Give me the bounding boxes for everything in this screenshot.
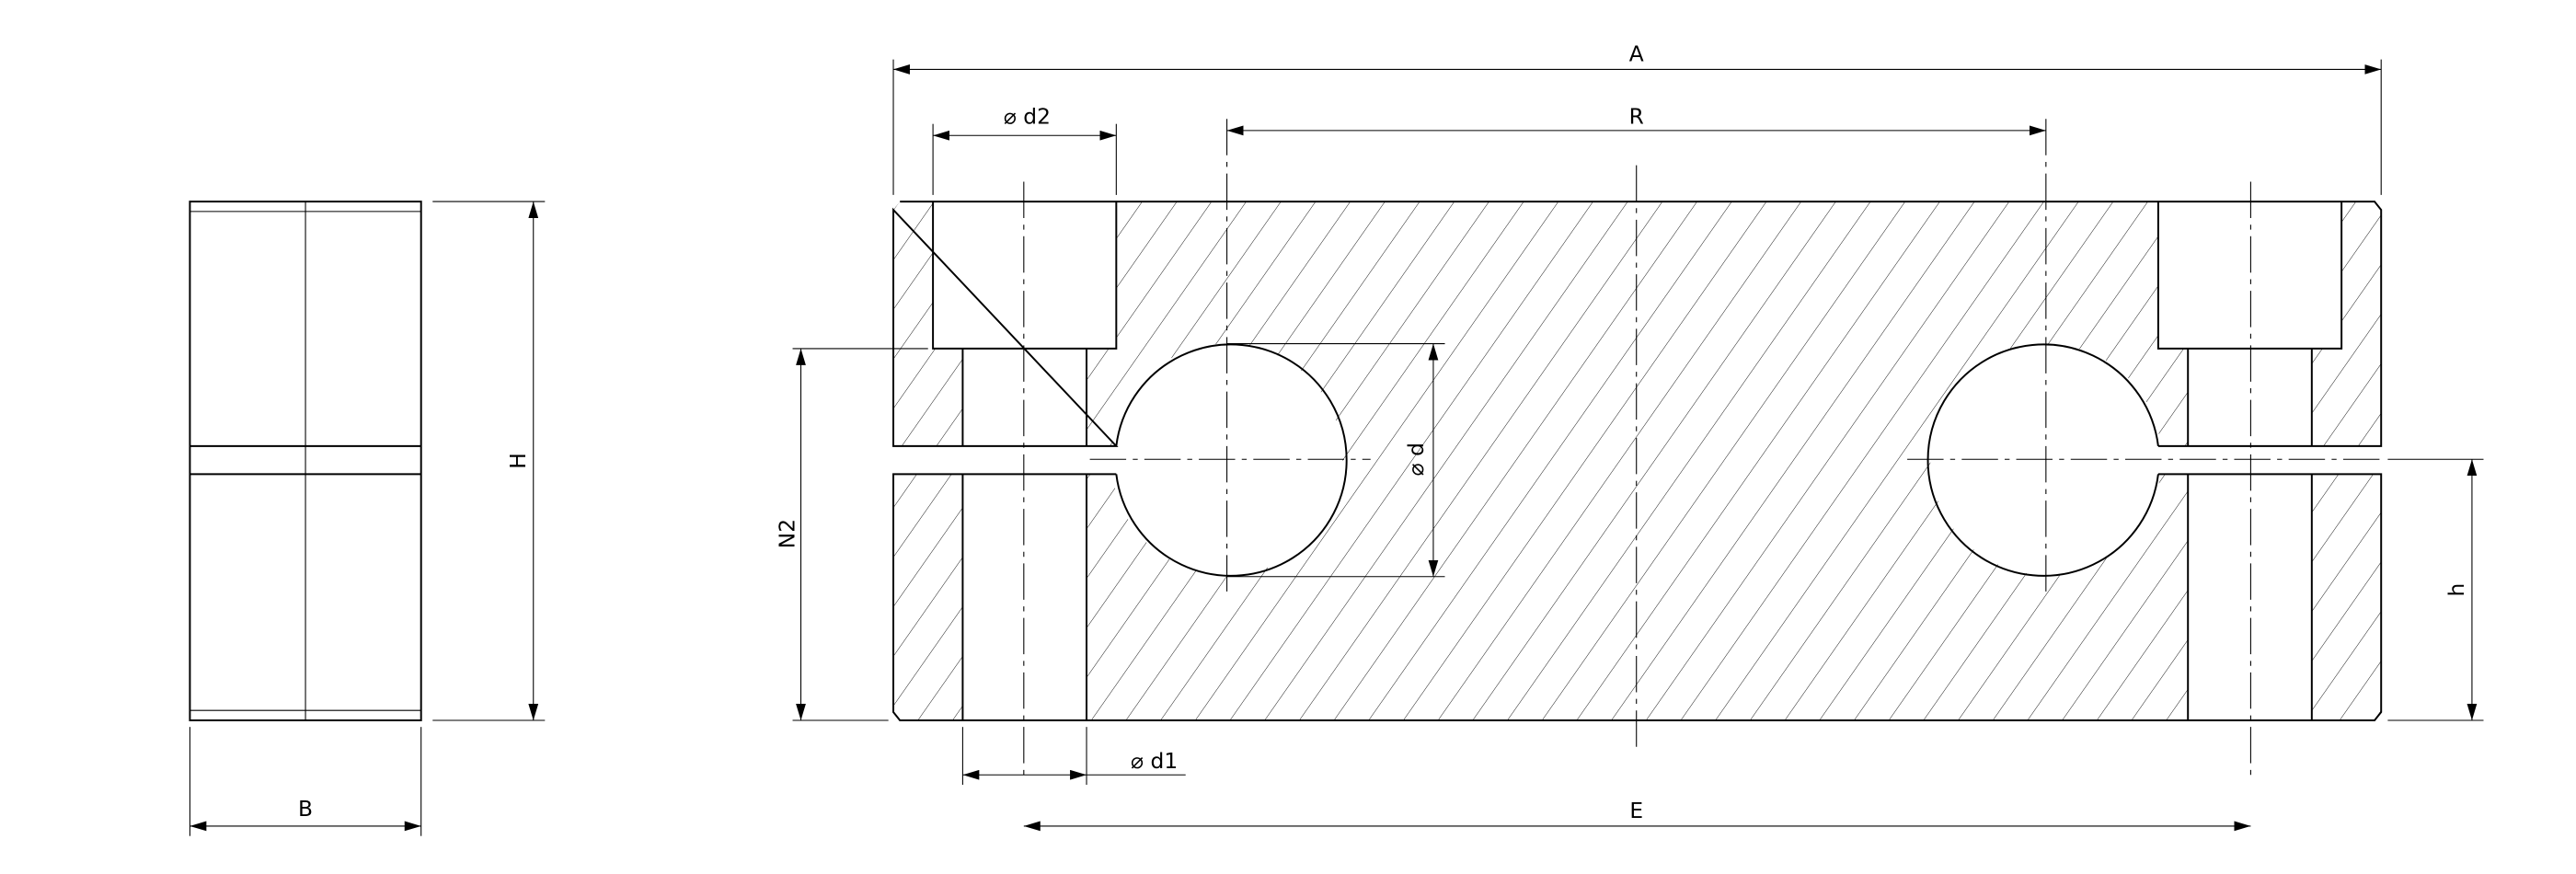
dimension-label-B: B (298, 796, 313, 822)
dimension-label-E: E (1629, 798, 1643, 823)
body-outline (892, 201, 2383, 721)
dimension-label-H: H (505, 453, 531, 469)
dimension-label-d1: ⌀ d1 (1131, 748, 1178, 774)
dimension-label-A: A (1629, 40, 1644, 66)
counterbore-right (2156, 201, 2343, 720)
hatched-section (893, 201, 2382, 720)
side-view: H B (189, 201, 546, 836)
dimension-label-d2: ⌀ d2 (1004, 104, 1051, 130)
dimension-label-R: R (1629, 104, 1644, 130)
dimension-label-h: h (2444, 583, 2469, 597)
section-view: A R ⌀ d2 N2 ⌀ d h ⌀ d1 E (774, 40, 2484, 832)
bore-right (1926, 343, 2159, 577)
bore-left (1115, 343, 1348, 577)
dimension-label-d: ⌀ d (1403, 443, 1429, 476)
counterbore-left (932, 201, 1118, 720)
dimension-label-N2: N2 (774, 519, 799, 548)
